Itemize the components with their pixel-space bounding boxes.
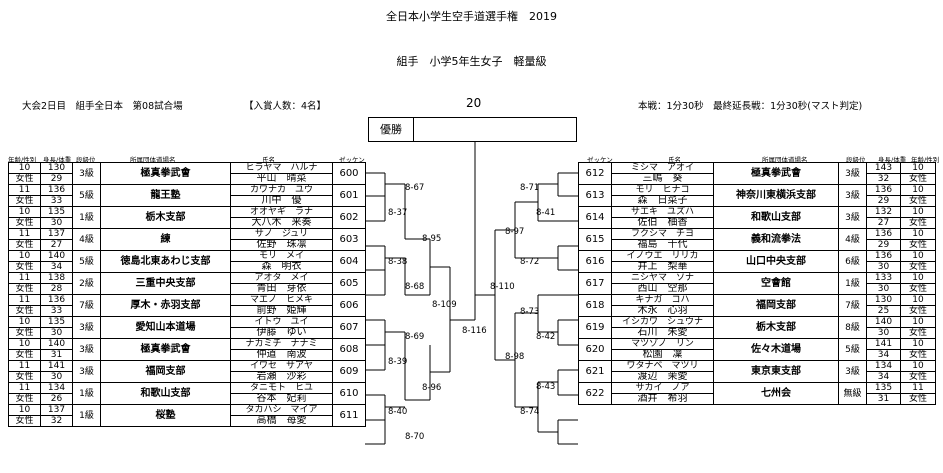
player-name: 高橋 苺愛 bbox=[230, 415, 333, 427]
header-grade-right: 段級位 bbox=[846, 156, 866, 164]
match-number-label: 8-68 bbox=[405, 282, 424, 292]
header-name-right: 氏名 bbox=[668, 156, 681, 164]
champion-label: 優勝 bbox=[369, 118, 414, 141]
zekken: 610 bbox=[332, 382, 366, 405]
zekken: 622 bbox=[578, 382, 612, 405]
header-zekken: ゼッケン bbox=[339, 156, 365, 164]
match-number-label: 8-110 bbox=[490, 282, 515, 292]
match-number-label: 8-72 bbox=[520, 257, 539, 267]
winners-count: 【入賞人数：4名】 bbox=[244, 101, 327, 112]
match-number-label: 8-41 bbox=[536, 208, 555, 218]
header-age-gender-right: 年齢/性別 bbox=[911, 156, 940, 164]
weight: 31 bbox=[866, 393, 901, 405]
match-number-label: 8-73 bbox=[520, 307, 539, 317]
header-age-gender: 年齢/性別 bbox=[8, 156, 37, 164]
match-number-label: 8-109 bbox=[432, 300, 457, 310]
gender: 女性 bbox=[900, 393, 936, 405]
org: 桜塾 bbox=[100, 404, 231, 427]
match-number-label: 8-70 bbox=[405, 432, 424, 442]
match-number-label: 8-71 bbox=[520, 183, 539, 193]
match-rules: 本戦：1分30秒 最終延長戦：1分30秒(マスト判定) bbox=[638, 101, 863, 112]
match-number-label: 8-97 bbox=[505, 227, 524, 237]
match-number-label: 8-69 bbox=[405, 332, 424, 342]
header-zekken-right: ゼッケン bbox=[587, 156, 613, 164]
weight: 33 bbox=[40, 195, 73, 207]
weight: 32 bbox=[40, 415, 73, 427]
header-height-weight-right: 身長/体重 bbox=[878, 156, 907, 164]
match-number-label: 8-95 bbox=[422, 234, 441, 244]
header-name: 氏名 bbox=[262, 156, 275, 164]
champion-box: 優勝 bbox=[368, 117, 577, 142]
player-name: 酒井 希羽 bbox=[611, 393, 714, 405]
match-number-label: 8-39 bbox=[388, 357, 407, 367]
match-number-label: 8-74 bbox=[520, 407, 539, 417]
match-number-label: 8-98 bbox=[505, 352, 524, 362]
age: 10 bbox=[900, 294, 936, 306]
gender: 女性 bbox=[8, 415, 41, 427]
header-height-weight: 身長/体重 bbox=[43, 156, 72, 164]
header-org-right: 所属団体道場名 bbox=[762, 156, 808, 164]
bracket-number: 20 bbox=[466, 96, 482, 110]
match-number-label: 8-116 bbox=[462, 326, 487, 336]
match-number-label: 8-38 bbox=[388, 257, 407, 267]
header-grade: 段級位 bbox=[76, 156, 96, 164]
match-number-label: 8-96 bbox=[422, 383, 441, 393]
tournament-title: 全日本小学生空手道選手権 2019 bbox=[386, 10, 557, 23]
venue-info: 大会2日目 組手全日本 第08試合場 bbox=[22, 101, 183, 112]
match-number-label: 8-67 bbox=[405, 183, 424, 193]
match-number-label: 8-42 bbox=[536, 332, 555, 342]
match-number-label: 8-40 bbox=[388, 407, 407, 417]
match-number-label: 8-43 bbox=[536, 382, 555, 392]
division-title: 組手 小学5年生女子 軽量級 bbox=[396, 55, 547, 68]
zekken: 611 bbox=[332, 404, 366, 427]
match-number-label: 8-37 bbox=[388, 208, 407, 218]
header-org: 所属団体道場名 bbox=[130, 156, 176, 164]
